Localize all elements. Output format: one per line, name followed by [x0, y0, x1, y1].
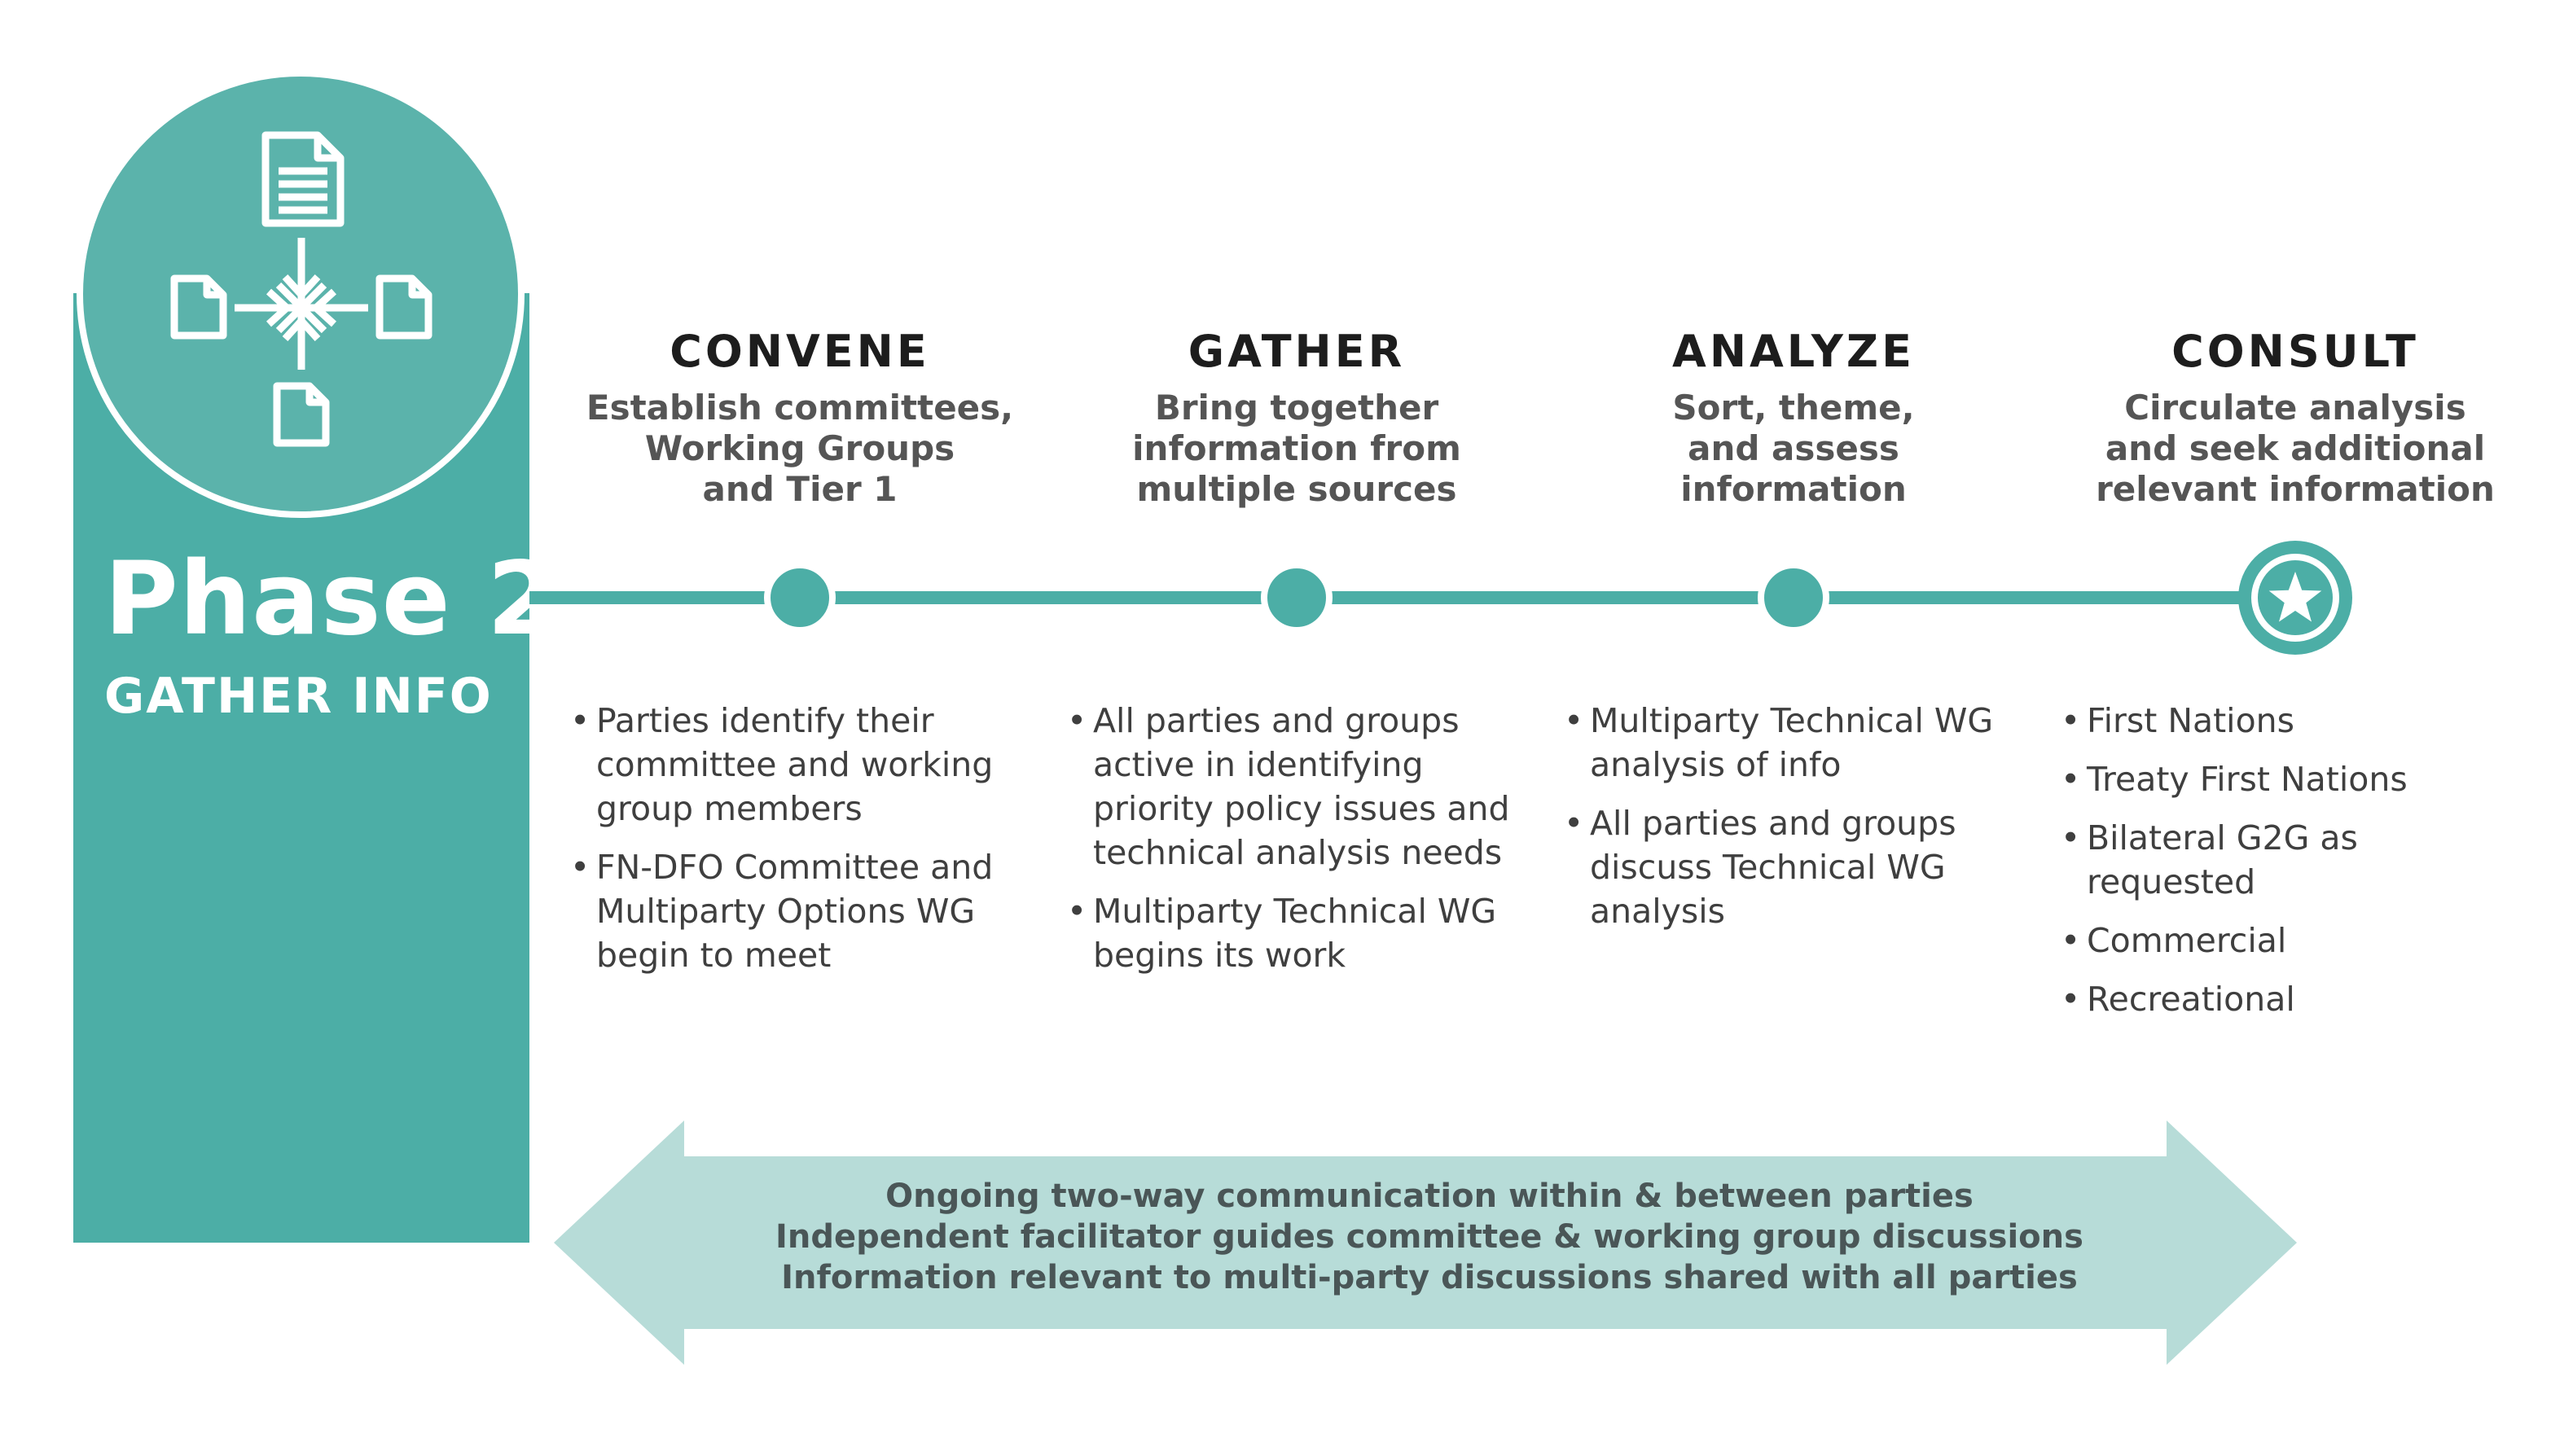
bullet-line: Multiparty Technical WG [1093, 892, 1497, 931]
stage-description-line: Bring together [1154, 388, 1439, 428]
bullet-line: group members [596, 789, 863, 828]
bullet-line: Commercial [2087, 921, 2287, 960]
bullet-line: begins its work [1093, 936, 1346, 975]
bullet-line: analysis of info [1590, 745, 1842, 784]
bullet-line: analysis [1590, 892, 1726, 931]
bullet-item: Parties identify their committee and work… [570, 699, 1059, 831]
arrow-line: Ongoing two-way communication within & b… [885, 1178, 1974, 1215]
bullet-item: All parties and groups discuss Technical … [1564, 801, 2053, 933]
communication-arrow-text: Ongoing two-way communication within & b… [635, 1176, 2224, 1298]
star-shape [2268, 572, 2322, 622]
star-icon [2238, 541, 2352, 655]
phase-title: Phase 2 [104, 541, 559, 658]
stage-consult-bullets: First NationsTreaty First NationsBilater… [2061, 699, 2549, 1036]
bullet-line: All parties and groups [1093, 701, 1460, 740]
stage-description-line: information [1680, 469, 1907, 509]
bullet-line: discuss Technical WG [1590, 848, 1946, 887]
stage-description-line: Sort, theme, [1672, 388, 1915, 428]
bullet-line: Treaty First Nations [2087, 760, 2408, 799]
stage-description-line: multiple sources [1136, 469, 1457, 509]
stage-title: GATHER [1188, 326, 1406, 377]
stage-description-line: and seek additional [2105, 428, 2486, 468]
bullet-line: Bilateral G2G as [2087, 818, 2358, 857]
stage-node-gather [1261, 562, 1333, 634]
stage-description-line: relevant information [2096, 469, 2495, 509]
stage-node-convene [764, 562, 836, 634]
bullet-line: FN-DFO Committee and [596, 848, 994, 887]
bullet-line: priority policy issues and [1093, 789, 1510, 828]
bullet-item: Treaty First Nations [2061, 757, 2549, 801]
bullet-line: Parties identify their [596, 701, 934, 740]
bullet-item: Recreational [2061, 977, 2549, 1021]
stage-description-line: and Tier 1 [702, 469, 898, 509]
stage-description-line: Establish committees, [586, 388, 1014, 428]
arrow-line: Information relevant to multi-party disc… [781, 1259, 2078, 1296]
bullet-item: First Nations [2061, 699, 2549, 743]
stage-gather-bullets: All parties and groups active in identify… [1067, 699, 1556, 992]
bullet-item: All parties and groups active in identify… [1067, 699, 1556, 875]
stage-description-line: and assess [1688, 428, 1899, 468]
stage-title: CONSULT [2171, 326, 2419, 377]
bullet-item: Multiparty Technical WG analysis of info [1564, 699, 2053, 787]
stage-description-line: information from [1132, 428, 1461, 468]
bullet-line: active in identifying [1093, 745, 1424, 784]
bullet-line: All parties and groups [1590, 804, 1956, 843]
timeline-nodes [764, 541, 2352, 655]
communication-arrow [554, 1121, 2297, 1365]
bullet-line: Recreational [2087, 980, 2295, 1019]
stage-title: ANALYZE [1672, 326, 1915, 377]
phase-subtitle: GATHER INFO [104, 668, 493, 725]
stage-description-line: Circulate analysis [2124, 388, 2466, 428]
stage-convene-bullets: Parties identify their committee and work… [570, 699, 1059, 992]
bullet-item: Bilateral G2G as requested [2061, 816, 2549, 904]
stage-convene: CONVENE Establish committees,Working Grou… [547, 327, 1052, 510]
stage-description-line: Working Groups [644, 428, 955, 468]
stage-title: CONVENE [670, 326, 930, 377]
bullet-line: begin to meet [596, 936, 832, 975]
stage-analyze-bullets: Multiparty Technical WG analysis of infoA… [1564, 699, 2053, 948]
bullet-line: Multiparty Technical WG [1590, 701, 1994, 740]
bullet-item: Multiparty Technical WG begins its work [1067, 889, 1556, 977]
arrow-line: Independent facilitator guides committee… [775, 1218, 2083, 1256]
bullet-line: First Nations [2087, 701, 2295, 740]
bullet-line: committee and working [596, 745, 994, 784]
bullet-line: technical analysis needs [1093, 833, 1503, 872]
stage-node-analyze [1758, 562, 1829, 634]
bullet-item: Commercial [2061, 919, 2549, 963]
bullet-line: requested [2087, 862, 2256, 901]
bullet-line: Multiparty Options WG [596, 892, 976, 931]
documents-converge-icon [170, 131, 432, 447]
